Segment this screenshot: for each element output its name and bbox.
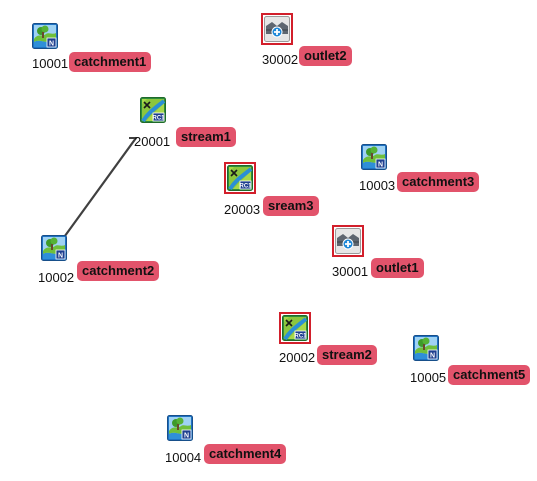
node-id: 30002 <box>262 52 299 67</box>
node-id: 20001 <box>134 134 171 149</box>
outlet-icon[interactable] <box>261 13 293 45</box>
node-label: catchment1 <box>69 52 152 72</box>
node-label: catchment3 <box>397 172 480 192</box>
stream-icon[interactable]: RC1 <box>279 312 311 344</box>
svg-text:N: N <box>430 353 435 360</box>
node-id: 10002 <box>38 270 75 285</box>
catchment-icon[interactable]: N <box>167 415 193 441</box>
svg-text:N: N <box>58 253 63 260</box>
svg-text:RC1: RC1 <box>239 184 252 190</box>
node-id: 20002 <box>279 350 316 365</box>
svg-text:N: N <box>49 41 54 48</box>
link-catchment2-stream1[interactable] <box>60 136 138 242</box>
stream-icon[interactable]: RC1 <box>224 162 256 194</box>
svg-text:N: N <box>378 162 383 169</box>
node-id: 30001 <box>332 264 369 279</box>
node-id: 10005 <box>410 370 447 385</box>
catchment-icon[interactable]: N <box>41 235 67 261</box>
node-id: 10004 <box>165 450 202 465</box>
node-label: outlet2 <box>299 46 352 66</box>
svg-text:RC1: RC1 <box>294 334 307 340</box>
node-label: stream2 <box>317 345 377 365</box>
node-label: catchment5 <box>448 365 531 385</box>
node-label: stream1 <box>176 127 236 147</box>
node-label: catchment2 <box>77 261 160 281</box>
catchment-icon[interactable]: N <box>361 144 387 170</box>
stream-icon[interactable]: RC1 <box>140 97 166 123</box>
node-id: 10001 <box>32 56 69 71</box>
svg-text:RC1: RC1 <box>152 116 165 122</box>
node-label: outlet1 <box>371 258 424 278</box>
outlet-icon[interactable] <box>332 225 364 257</box>
node-label: sream3 <box>263 196 319 216</box>
svg-text:N: N <box>184 433 189 440</box>
node-id: 10003 <box>359 178 396 193</box>
node-id: 20003 <box>224 202 261 217</box>
node-label: catchment4 <box>204 444 287 464</box>
catchment-icon[interactable]: N <box>32 23 58 49</box>
catchment-icon[interactable]: N <box>413 335 439 361</box>
